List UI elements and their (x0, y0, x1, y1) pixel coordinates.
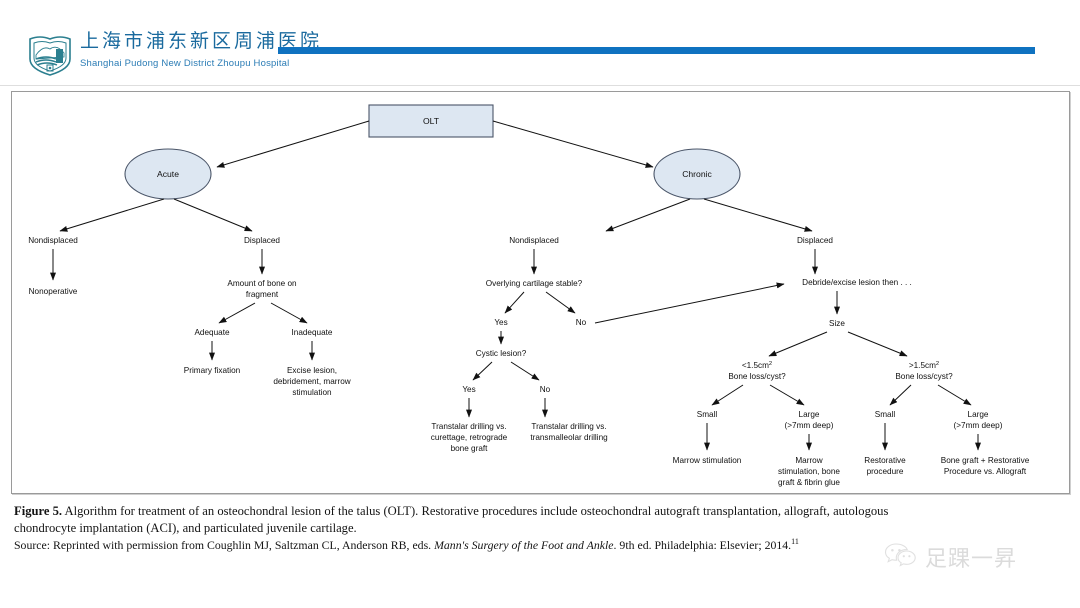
label-tx-marrow-stimulation: Marrow stimulation (673, 456, 742, 465)
edge-lt15-small (711, 384, 744, 406)
node-olt-label: OLT (423, 116, 440, 126)
label-gt15-large-line2: (>7mm deep) (954, 421, 1003, 430)
wechat-icon (884, 542, 918, 573)
caption-line-2: chondrocyte implantation (ACI), and part… (14, 520, 357, 535)
label-cystic-no: No (540, 385, 551, 394)
label-amount-bone-line2: fragment (246, 290, 279, 299)
edge-cartilage-no (545, 291, 576, 314)
label-primary-fixation: Primary fixation (184, 366, 241, 375)
label-lt15-large-line2: (>7mm deep) (785, 421, 834, 430)
hospital-shield-icon (26, 33, 74, 78)
label-size: Size (829, 319, 845, 328)
hospital-name-cn: 上海市浦东新区周浦医院 (80, 31, 323, 52)
label-size-lt15-sup: 2 (769, 361, 772, 367)
header-divider (0, 85, 1080, 86)
edge-size-small (768, 331, 828, 357)
label-acute-nondisplaced: Nondisplaced (28, 236, 78, 245)
edge-cystic-yes (472, 361, 493, 381)
node-chronic: Chronic (653, 148, 741, 200)
wechat-watermark: 足踝一昇 (884, 541, 1017, 573)
node-chronic-label: Chronic (682, 169, 712, 179)
svg-text:<1.5cm2: <1.5cm2 (742, 361, 772, 370)
label-size-lt15: <1.5cm2 Bone loss/cyst? (728, 361, 786, 381)
label-size-gt15: >1.5cm2 Bone loss/cyst? (895, 361, 953, 381)
label-acute-displaced: Displaced (244, 236, 280, 245)
label-tx-marrow-bone-line1: Marrow (795, 456, 822, 465)
caption-line-1: Figure 5. Algorithm for treatment of an … (14, 503, 1070, 520)
node-acute: Acute (124, 148, 212, 200)
figure-panel: OLT Acute Chronic Nondisplaced Nonoperat… (11, 91, 1070, 494)
label-cartilage-stable: Overlying cartilage stable? (486, 279, 583, 288)
label-tx-bonegraft-line2: Procedure vs. Allograft (944, 467, 1027, 476)
caption-source-prefix: Source: Reprinted with permission from C… (14, 538, 435, 552)
edge-olt-chronic (492, 120, 654, 168)
caption-source-suffix: . 9th ed. Philadelphia: Elsevier; 2014. (613, 538, 792, 552)
label-cysticno-tx-line2: transmalleolar drilling (530, 433, 608, 442)
label-lt15-small: Small (697, 410, 718, 419)
label-size-gt15-value: >1.5cm (909, 361, 936, 370)
label-lt15-large-line1: Large (799, 410, 820, 419)
hospital-branding: 上海市浦东新区周浦医院 Shanghai Pudong New District… (80, 30, 322, 71)
caption-source-line: Source: Reprinted with permission from C… (14, 537, 1070, 554)
label-size-lt15-boneloss: Bone loss/cyst? (728, 372, 786, 381)
wechat-account-name: 足踝一昇 (925, 546, 1018, 571)
edge-cartilage-yes (504, 291, 525, 314)
edge-acute-nondisplaced (59, 198, 165, 232)
svg-text:>1.5cm2: >1.5cm2 (909, 361, 939, 370)
label-cysticyes-tx-line2: curettage, retrograde (431, 433, 508, 442)
caption-figure-number: Figure 5. (14, 504, 63, 518)
label-cartilage-yes: Yes (494, 318, 507, 327)
label-excise-line1: Excise lesion, (287, 366, 337, 375)
edge-cystic-no (510, 361, 540, 381)
edge-amountbone-adequate (218, 302, 256, 324)
label-cysticno-tx-line1: Transtalar drilling vs. (531, 422, 606, 431)
caption-source-reference: 11 (791, 537, 799, 547)
edge-no-debride (594, 282, 785, 324)
label-cysticyes-tx-line3: bone graft (451, 444, 489, 453)
label-cysticyes-tx-line1: Transtalar drilling vs. (431, 422, 506, 431)
caption-source-booktitle: Mann's Surgery of the Foot and Ankle (434, 538, 614, 552)
label-excise-line3: stimulation (292, 388, 332, 397)
hospital-name-en: Shanghai Pudong New District Zhoupu Hosp… (80, 58, 290, 69)
caption-text-1: Algorithm for treatment of an osteochond… (64, 504, 889, 518)
label-cartilage-no: No (576, 318, 587, 327)
label-chronic-nondisplaced: Nondisplaced (509, 236, 559, 245)
flowchart-diagram: OLT Acute Chronic Nondisplaced Nonoperat… (28, 104, 1030, 487)
label-inadequate: Inadequate (292, 328, 333, 337)
label-size-gt15-boneloss: Bone loss/cyst? (895, 372, 953, 381)
figure-caption: Figure 5. Algorithm for treatment of an … (14, 503, 1070, 554)
label-debride: Debride/excise lesion then . . . (802, 278, 912, 287)
label-gt15-small: Small (875, 410, 896, 419)
label-tx-marrow-bone-line3: graft & fibrin glue (778, 478, 840, 487)
edge-lt15-large (769, 384, 805, 406)
page-header: 上海市浦东新区周浦医院 Shanghai Pudong New District… (0, 0, 1080, 86)
label-acute-nonoperative: Nonoperative (29, 287, 78, 296)
label-tx-restorative-line1: Restorative (864, 456, 906, 465)
edge-gt15-large (937, 384, 972, 406)
node-olt: OLT (368, 104, 494, 138)
edge-size-large (847, 331, 908, 357)
edge-amountbone-inadequate (270, 302, 308, 324)
label-tx-bonegraft-line1: Bone graft + Restorative (941, 456, 1030, 465)
label-excise-line2: debridement, marrow (273, 377, 350, 386)
label-size-gt15-sup: 2 (936, 361, 939, 367)
label-cystic-yes: Yes (462, 385, 475, 394)
edge-olt-acute (216, 120, 370, 168)
node-acute-label: Acute (157, 169, 179, 179)
label-tx-restorative-line2: procedure (867, 467, 904, 476)
label-chronic-displaced: Displaced (797, 236, 833, 245)
header-accent-bar (278, 47, 1035, 54)
edge-chronic-nondisplaced (605, 198, 691, 232)
label-amount-bone-line1: Amount of bone on (227, 279, 297, 288)
edge-gt15-small (889, 384, 912, 406)
label-gt15-large-line1: Large (968, 410, 989, 419)
edge-chronic-displaced (703, 198, 813, 232)
label-adequate: Adequate (194, 328, 230, 337)
label-cystic-lesion: Cystic lesion? (476, 349, 527, 358)
edge-acute-displaced (173, 198, 253, 232)
label-tx-marrow-bone-line2: stimulation, bone (778, 467, 840, 476)
label-size-lt15-value: <1.5cm (742, 361, 769, 370)
